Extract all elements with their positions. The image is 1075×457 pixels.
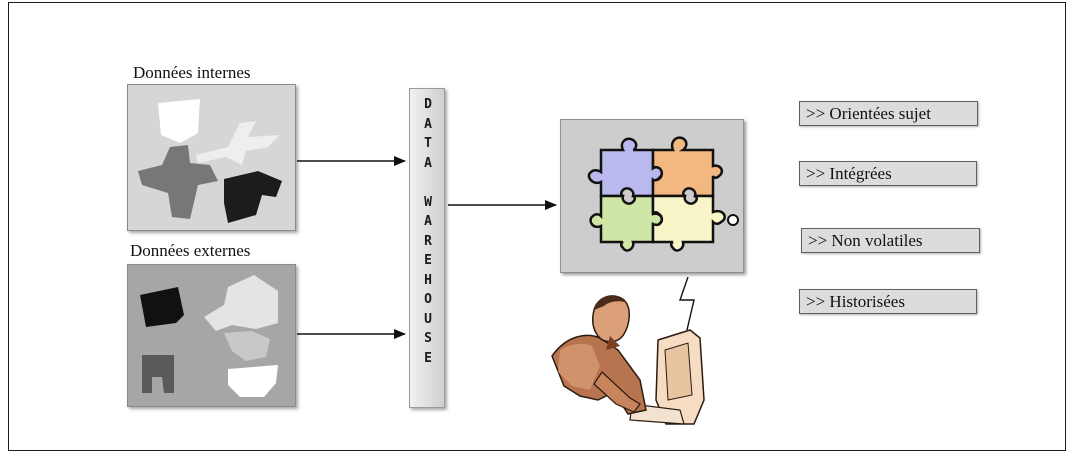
external-data-panel <box>127 264 296 407</box>
property-historized: >> Historisées <box>799 289 977 314</box>
dw-letter: T <box>424 136 432 151</box>
dw-letter: R <box>424 233 432 249</box>
dw-letter: U <box>424 311 432 327</box>
dw-letter: E <box>424 253 432 268</box>
internal-data-label: Données internes <box>133 63 251 82</box>
dw-letter: D <box>424 97 432 112</box>
puzzle-icon <box>587 136 739 252</box>
property-integrated: >> Intégrées <box>799 161 977 186</box>
internal-shapes-icon <box>138 99 282 223</box>
external-data-label: Données externes <box>130 241 251 260</box>
dw-letter: S <box>424 331 432 346</box>
internal-data-panel <box>127 84 296 231</box>
dw-letter: A <box>424 214 432 229</box>
dw-letter: O <box>424 292 432 307</box>
integration-puzzle-panel <box>560 119 744 273</box>
dw-letter: E <box>424 350 432 366</box>
dw-letter: A <box>424 155 432 171</box>
lightning-connector <box>679 276 695 331</box>
dw-letter: H <box>424 272 432 288</box>
property-subject-oriented: >> Orientées sujet <box>799 101 978 126</box>
dw-letter: A <box>424 116 432 132</box>
property-non-volatile: >> Non volatiles <box>801 228 980 253</box>
dw-letter: W <box>424 194 432 210</box>
external-shapes-icon <box>140 275 278 397</box>
